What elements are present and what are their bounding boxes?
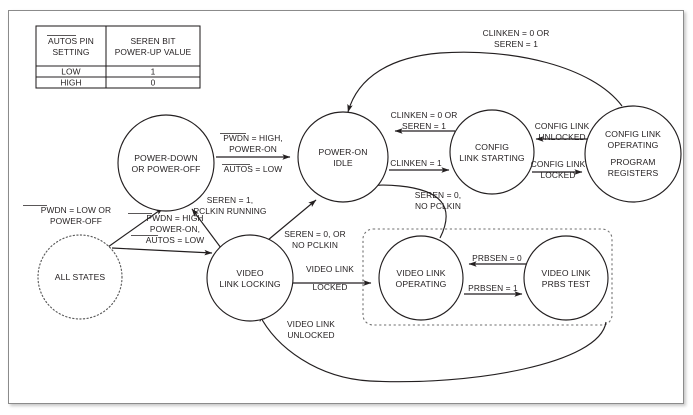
table-header-seren-line2: POWER-UP VALUE <box>115 47 192 57</box>
table-header-autos-line2: SETTING <box>53 47 90 57</box>
edge-config-link-operating-to-power-on-idle <box>347 51 623 113</box>
table-cell-setting-low: LOW <box>61 67 80 77</box>
node-video-link-operating[interactable]: VIDEO LINK OPERATING <box>378 235 464 321</box>
label-all-states-to-video-link-locking: PWDN = HIGH POWER-ON, AUTOS = LOW <box>128 213 204 245</box>
node-video-link-operating-line2: OPERATING <box>396 279 447 289</box>
label-all-to-vl-line3: AUTOS = LOW <box>146 235 204 245</box>
label-all-to-pd-line2: POWER-OFF <box>50 216 102 226</box>
label-all-to-pd-line1: PWDN = LOW OR <box>41 205 111 215</box>
node-video-link-prbs-test[interactable]: VIDEO LINK PRBS TEST <box>523 235 609 321</box>
table-cell-setting-high: HIGH <box>60 78 81 88</box>
label-cls-to-clo-line1: CONFIG LINK <box>531 159 586 169</box>
node-config-link-starting-line2: LINK STARTING <box>459 153 525 163</box>
label-vl-unlocked-line2: UNLOCKED <box>287 330 334 340</box>
label-all-to-vl-line1: PWDN = HIGH <box>146 213 203 223</box>
label-pd-to-poi-line2: POWER-ON <box>229 144 277 154</box>
table-header-seren-line1: SEREN BIT <box>130 36 175 46</box>
label-config-link-operating-to-config-link-starting: CONFIG LINK UNLOCKED <box>535 121 590 142</box>
label-prbsen-0: PRBSEN = 0 <box>472 253 522 263</box>
label-clo-to-poi-line2: SEREN = 1 <box>494 39 538 49</box>
node-all-states-label: ALL STATES <box>55 272 106 282</box>
node-video-link-prbs-test-line1: VIDEO LINK <box>541 268 590 278</box>
label-config-link-starting-to-config-link-operating: CONFIG LINK LOCKED <box>531 159 586 180</box>
node-power-on-idle[interactable]: POWER-ON IDLE <box>297 111 389 203</box>
label-vlock-to-vlop-line1: VIDEO LINK <box>306 264 354 274</box>
node-power-down[interactable]: POWER-DOWN OR POWER-OFF <box>117 114 215 212</box>
label-pd-to-poi-line1: PWDN = HIGH, <box>223 133 283 143</box>
node-video-link-prbs-test-line2: PRBS TEST <box>542 279 591 289</box>
table-cell-value-low: 1 <box>151 67 156 77</box>
label-cls-to-clo-line2: LOCKED <box>540 170 575 180</box>
label-all-states-to-power-down: PWDN = LOW OR POWER-OFF <box>23 205 111 226</box>
node-video-link-operating-line1: VIDEO LINK <box>396 268 445 278</box>
node-config-link-operating-line1: CONFIG LINK <box>605 129 661 139</box>
edge-all-states-to-video-link-locking <box>111 247 213 256</box>
label-vl-unlocked-line1: VIDEO LINK <box>287 319 335 329</box>
label-vl-to-pd-line2: PCLKIN RUNNING <box>193 206 266 216</box>
autos-seren-table: AUTOS PIN SETTING SEREN BIT POWER-UP VAL… <box>35 25 201 89</box>
label-video-link-operating-to-prbs-test: PRBSEN = 1 <box>468 283 518 293</box>
table-cell-value-high: 0 <box>151 78 156 88</box>
label-vl-to-pd-line1: SEREN = 1, <box>207 195 253 205</box>
node-config-link-operating-line4: REGISTERS <box>608 168 659 178</box>
node-power-on-idle-line1: POWER-ON <box>318 147 367 157</box>
node-all-states[interactable]: ALL STATES <box>37 234 123 320</box>
label-vlock-to-vlop-line2: LOCKED <box>312 282 347 292</box>
label-vl-to-poi-line2: NO PCLKIN <box>292 240 338 250</box>
label-clo-to-cls-line2: UNLOCKED <box>538 132 585 142</box>
node-power-down-line1: POWER-DOWN <box>134 153 198 163</box>
label-vlop-to-poi-line1: SEREN = 0, <box>415 190 461 200</box>
node-video-link-locking-line1: VIDEO <box>236 268 263 278</box>
label-vl-to-poi-line1: SEREN = 0, OR <box>284 229 346 239</box>
edge-video-link-locking-to-power-on-idle <box>267 199 317 241</box>
figure-frame <box>8 10 684 404</box>
label-video-link-to-video-link-locking: VIDEO LINK UNLOCKED <box>287 319 335 340</box>
label-video-link-locking-to-power-on-idle: SEREN = 0, OR NO PCLKIN <box>284 229 346 250</box>
node-config-link-starting[interactable]: CONFIG LINK STARTING <box>449 109 535 195</box>
edge-video-link-to-video-link-locking <box>258 313 607 383</box>
edge-video-link-locking-to-power-down <box>191 208 225 253</box>
label-all-to-vl-line2: POWER-ON, <box>150 224 200 234</box>
label-video-link-operating-to-power-on-idle: SEREN = 0, NO PCLKIN <box>415 190 461 211</box>
label-clo-to-poi-line1: CLINKEN = 0 OR <box>483 28 550 38</box>
node-power-down-line2: OR POWER-OFF <box>132 164 201 174</box>
node-config-link-operating[interactable]: CONFIG LINK OPERATING PROGRAM REGISTERS <box>584 105 682 203</box>
label-power-on-idle-to-config-link-starting: CLINKEN = 1 <box>390 158 442 168</box>
label-cls-to-poi-line1: CLINKEN = 0 OR <box>391 110 458 120</box>
label-clo-to-cls-line1: CONFIG LINK <box>535 121 590 131</box>
label-vlop-to-poi-line2: NO PCLKIN <box>415 201 461 211</box>
label-prbs-test-to-video-link-operating: PRBSEN = 0 <box>472 253 522 263</box>
label-prbsen-1: PRBSEN = 1 <box>468 283 518 293</box>
label-config-link-starting-to-power-on-idle: CLINKEN = 0 OR SEREN = 1 <box>391 110 458 131</box>
label-video-link-locking-to-power-down: SEREN = 1, PCLKIN RUNNING <box>193 195 266 216</box>
table-header-autos-line1: AUTOS PIN <box>48 36 94 46</box>
label-poi-to-cls-line1: CLINKEN = 1 <box>390 158 442 168</box>
label-cls-to-poi-line2: SEREN = 1 <box>402 121 446 131</box>
node-video-link-locking-line2: LINK LOCKING <box>219 279 281 289</box>
node-config-link-operating-line2: OPERATING <box>608 140 659 150</box>
node-config-link-starting-line1: CONFIG <box>475 142 509 152</box>
node-video-link-locking[interactable]: VIDEO LINK LOCKING <box>206 234 294 322</box>
node-power-on-idle-line2: IDLE <box>333 158 353 168</box>
label-power-down-to-power-on-idle: PWDN = HIGH, POWER-ON AUTOS = LOW <box>220 133 283 174</box>
label-config-link-operating-to-power-on-idle: CLINKEN = 0 OR SEREN = 1 <box>483 28 550 49</box>
label-video-link-locking-to-video-link-operating: VIDEO LINK LOCKED <box>306 264 354 292</box>
label-pd-to-poi-line3: AUTOS = LOW <box>224 164 282 174</box>
node-config-link-operating-line3: PROGRAM <box>610 157 655 167</box>
edge-all-states-to-power-down <box>107 207 164 248</box>
